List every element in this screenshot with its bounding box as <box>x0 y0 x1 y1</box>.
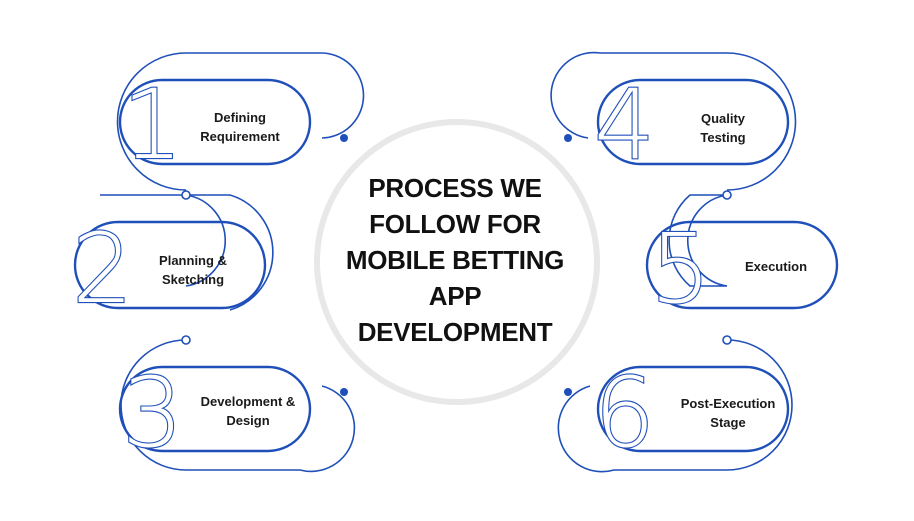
loop-step-3 <box>120 339 356 473</box>
joint-2-3 <box>181 335 191 345</box>
pill-step-2 <box>73 220 267 310</box>
step-1-label-line-2: Requirement <box>200 129 280 144</box>
step-6-label-line-1: Post-Execution <box>681 396 776 411</box>
step-3-number: 3 <box>122 357 183 469</box>
center-title-line-2: FOLLOW FOR <box>369 209 541 239</box>
dot-step-4 <box>564 134 572 142</box>
step-3-label-line-1: Development & <box>201 394 296 409</box>
step-5-number: 5 <box>650 213 711 325</box>
step-2-label-line-2: Sketching <box>162 272 224 287</box>
step-5-label-line-1: Execution <box>745 259 807 274</box>
center-title-line-1: PROCESS WE <box>368 173 542 203</box>
step-4-number: 4 <box>594 69 655 181</box>
step-2-number: 2 <box>72 213 133 325</box>
dot-step-6 <box>564 388 572 396</box>
joint-1-2 <box>181 190 191 200</box>
loop-step-6 <box>557 339 793 473</box>
center-title-line-3: MOBILE BETTING <box>345 245 565 275</box>
step-4-label-line-1: Quality <box>701 111 746 126</box>
loop-step-1 <box>116 52 365 191</box>
loop-step-4 <box>550 51 797 191</box>
dot-step-1 <box>340 134 348 142</box>
loop-step-2-outer <box>186 194 274 311</box>
loop-step-2 <box>100 194 227 287</box>
step-4-label-line-2: Testing <box>700 130 745 145</box>
loop-step-5 <box>668 194 728 287</box>
pill-step-4 <box>596 78 790 166</box>
pill-step-1 <box>118 78 312 166</box>
joint-5-6 <box>722 335 732 345</box>
center-title-line-4: APP <box>428 281 482 311</box>
step-1-number: 1 <box>122 69 183 181</box>
pill-step-5 <box>645 220 839 310</box>
step-2-label-line-1: Planning & <box>159 253 227 268</box>
center-title: PROCESS WE FOLLOW FOR MOBILE BETTING APP… <box>330 170 580 350</box>
dot-step-3 <box>340 388 348 396</box>
center-title-line-5: DEVELOPMENT <box>357 317 553 347</box>
joint-4-5 <box>722 190 732 200</box>
pill-step-6 <box>596 365 790 453</box>
step-6-label-line-2: Stage <box>710 415 745 430</box>
pill-step-3 <box>118 365 312 453</box>
center-circle <box>314 119 600 405</box>
step-1-label-line-1: Defining <box>214 110 266 125</box>
step-6-number: 6 <box>594 357 655 469</box>
step-3-label-line-2: Design <box>226 413 269 428</box>
